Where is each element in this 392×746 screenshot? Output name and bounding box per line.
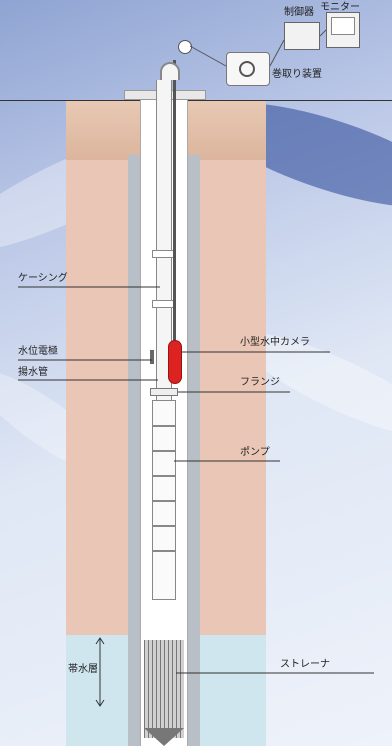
pump-segment <box>152 500 176 502</box>
ground-line <box>0 100 392 101</box>
label-monitor: モニター <box>320 2 360 13</box>
camera-cable <box>173 60 176 350</box>
monitor-device <box>326 12 360 48</box>
flange <box>150 388 178 396</box>
label-drain-pipe: 揚水管 <box>18 367 48 378</box>
label-pump: ポンプ <box>240 447 270 458</box>
pump-segment <box>152 525 176 527</box>
label-aquifer: 帯水層 <box>68 664 98 675</box>
pump-segment <box>152 425 176 427</box>
label-controller: 制御器 <box>284 7 314 18</box>
monitor-screen <box>331 17 355 35</box>
label-camera: 小型水中カメラ <box>240 337 310 348</box>
water-level-electrode <box>150 350 154 364</box>
underwater-camera <box>168 340 182 384</box>
winch-drum-icon <box>239 61 255 77</box>
controller-device <box>284 22 320 50</box>
label-winch: 巻取り装置 <box>272 69 322 80</box>
pipe-elbow <box>160 62 180 80</box>
label-strainer: ストレーナ <box>280 659 330 670</box>
gauge-icon <box>178 40 192 54</box>
label-casing: ケーシング <box>18 273 68 284</box>
pump-segment <box>152 550 176 552</box>
pump-segment <box>152 450 176 452</box>
winch-device <box>226 52 270 86</box>
label-water-level-electrode: 水位電極 <box>18 346 58 357</box>
strainer <box>144 640 184 738</box>
bore-tip <box>144 728 184 746</box>
pump-segment <box>152 475 176 477</box>
label-flange: フランジ <box>240 377 280 388</box>
